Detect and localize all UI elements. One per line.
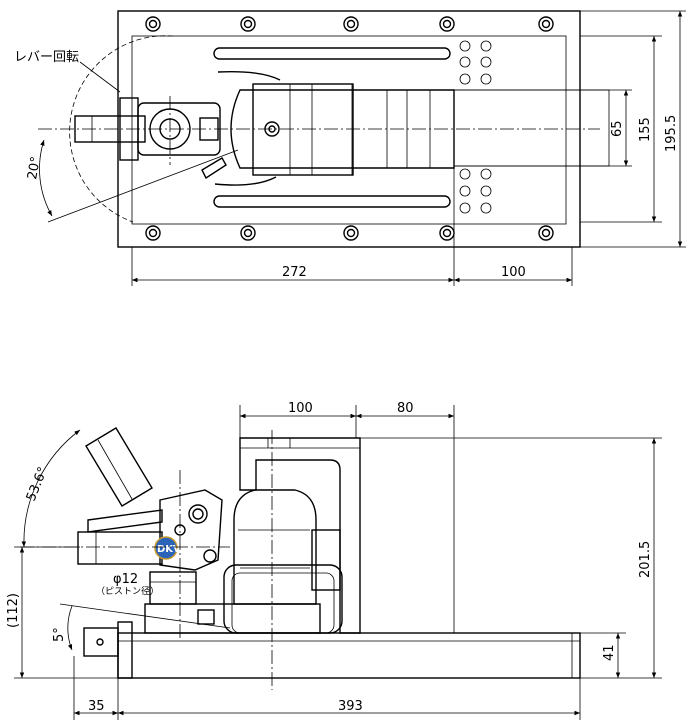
dim-side-100-label: 100 (288, 401, 313, 416)
top-jack-body (214, 70, 455, 186)
piston-note: （ピストン径） (96, 585, 159, 597)
logo-text: DKV (157, 544, 181, 555)
lever-rotation-label: レバー回転 (14, 50, 79, 65)
dim-272-label: 272 (282, 265, 307, 280)
top-angle-arc (39, 139, 53, 217)
dim-201-label: 201.5 (638, 541, 653, 578)
top-slot-lower (213, 195, 451, 208)
top-lever-assembly (74, 97, 227, 180)
top-ram-tail (453, 89, 610, 167)
side-lever-angle-arc (21, 429, 81, 548)
side-handle-loop (223, 564, 343, 634)
top-inner-frame (131, 35, 567, 225)
side-c-frame (239, 437, 361, 634)
side-cylinder (233, 489, 317, 605)
top-hole-grid (459, 40, 492, 214)
side-lever (77, 427, 223, 571)
side-view: DKV 53.6° 5° φ12 （ピストン径） (112) 100 80 (6, 401, 662, 720)
dim-35-label: 35 (88, 699, 105, 714)
top-slot-upper (213, 47, 451, 60)
dim-100-label: 100 (501, 265, 526, 280)
dkv-logo: DKV (154, 536, 181, 560)
dim-195-label: 195.5 (664, 115, 679, 152)
top-rotation-arc (69, 35, 174, 223)
dim-155-label: 155 (638, 117, 653, 142)
dim-393-label: 393 (338, 699, 363, 714)
piston-dia-label: φ12 (113, 572, 138, 587)
side-piston (149, 571, 197, 605)
side-base-angle-line (59, 603, 231, 629)
dim-112-label: (112) (6, 593, 21, 628)
side-base (117, 632, 581, 679)
dim-41-label: 41 (602, 644, 617, 661)
top-view: 20° レバー回転 272 100 65 155 195.5 (14, 10, 686, 286)
top-angle-line (47, 149, 239, 223)
side-lever-angle-label: 53.6° (24, 465, 51, 503)
rotation-leader (79, 61, 121, 93)
dim-side-80-label: 80 (397, 401, 414, 416)
top-angle-label: 20° (25, 155, 44, 180)
side-rear-block (311, 529, 341, 591)
dim-65-label: 65 (610, 120, 625, 137)
side-front-block (117, 621, 133, 679)
side-base-angle-label: 5° (52, 627, 67, 642)
